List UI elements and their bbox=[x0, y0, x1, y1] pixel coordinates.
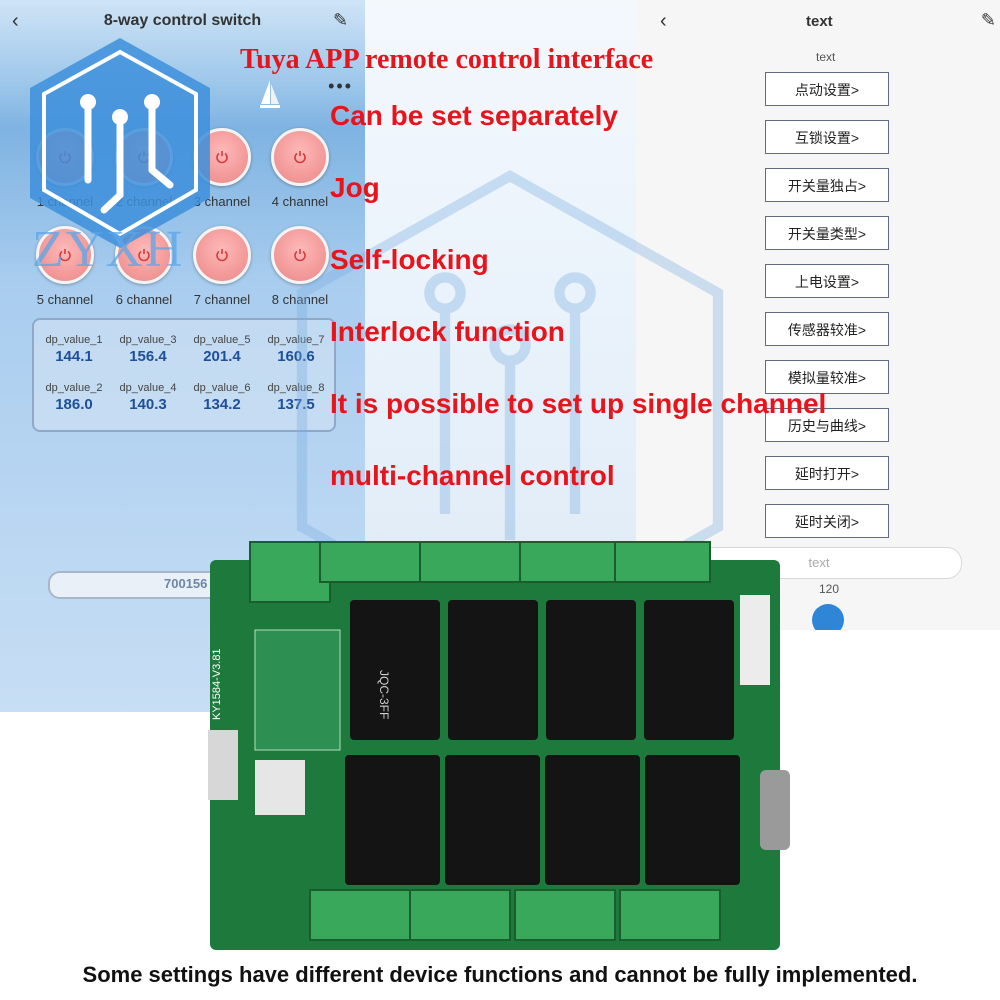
edit-pencil-icon[interactable]: ✎ bbox=[980, 10, 996, 30]
dp-value: 186.0 bbox=[55, 396, 93, 413]
channel-4[interactable]: 4 channel bbox=[268, 128, 332, 209]
settings-button-10[interactable]: 延时关闭> bbox=[765, 504, 889, 538]
module-label: KY1584-V3.81 bbox=[211, 648, 223, 720]
channel-6[interactable]: 6 channel bbox=[112, 226, 176, 307]
dp-value: 134.2 bbox=[203, 396, 241, 413]
sailboat-icon bbox=[260, 80, 280, 108]
channel-toggle-button[interactable] bbox=[193, 226, 251, 284]
back-arrow-icon[interactable]: ‹ bbox=[660, 10, 667, 32]
dp-item: dp_value_6 134.2 bbox=[186, 382, 258, 413]
power-icon bbox=[294, 151, 306, 164]
dp-item: dp_value_1 144.1 bbox=[38, 334, 110, 365]
dp-value: 140.3 bbox=[129, 396, 167, 413]
logo-text: ZYXH bbox=[32, 221, 185, 278]
power-icon bbox=[216, 151, 228, 164]
relay-model-label: JQC-3FF bbox=[377, 670, 391, 719]
settings-button-2[interactable]: 互锁设置> bbox=[765, 120, 889, 154]
power-icon bbox=[59, 249, 71, 262]
dp-values-panel: dp_value_1 144.1 dp_value_3 156.4 dp_value_5… bbox=[32, 318, 336, 432]
dp-value: 160.6 bbox=[277, 348, 315, 365]
feature-text-4: Interlock function bbox=[330, 316, 565, 347]
settings-button-6[interactable]: 传感器较准> bbox=[765, 312, 889, 346]
dp-item: dp_value_7 160.6 bbox=[260, 334, 332, 365]
headline-text: Tuya APP remote control interface bbox=[240, 44, 654, 75]
dp-name: dp_value_7 bbox=[267, 334, 325, 346]
channel-label: 4 channel bbox=[271, 194, 329, 209]
feature-text-2: Jog bbox=[330, 172, 380, 203]
power-icon bbox=[294, 249, 306, 262]
channel-label: 5 channel bbox=[36, 292, 94, 307]
settings-button-3[interactable]: 开关量独占> bbox=[765, 168, 889, 202]
zyxh-logo-icon bbox=[30, 38, 210, 248]
camera-icon[interactable] bbox=[812, 604, 844, 630]
dp-item: dp_value_4 140.3 bbox=[112, 382, 184, 413]
channel-label: 8 channel bbox=[271, 292, 329, 307]
channel-7[interactable]: 7 channel bbox=[190, 226, 254, 307]
channel-5[interactable]: 5 channel bbox=[33, 226, 97, 307]
channel-toggle-button[interactable] bbox=[36, 226, 94, 284]
number-readout: 120 bbox=[819, 582, 840, 596]
dp-value: 144.1 bbox=[55, 348, 93, 365]
channel-toggle-button[interactable] bbox=[271, 128, 329, 186]
settings-button-7[interactable]: 模拟量较准> bbox=[765, 360, 889, 394]
settings-button-5[interactable]: 上电设置> bbox=[765, 264, 889, 298]
dp-name: dp_value_3 bbox=[119, 334, 177, 346]
left-app-topbar: ‹ 8-way control switch ✎ bbox=[0, 0, 365, 44]
footer-disclaimer: Some settings have different device func… bbox=[82, 962, 918, 987]
dp-name: dp_value_6 bbox=[193, 382, 251, 394]
settings-button-1[interactable]: 点动设置> bbox=[765, 72, 889, 106]
watermark-circuit-icon bbox=[296, 170, 724, 650]
dp-value: 201.4 bbox=[203, 348, 241, 365]
settings-button-8[interactable]: 历史与曲线> bbox=[765, 408, 889, 442]
bottom-value: 700156 bbox=[164, 576, 208, 591]
channel-toggle-button[interactable] bbox=[271, 226, 329, 284]
feature-text-1: Can be set separately bbox=[330, 100, 618, 131]
back-arrow-icon[interactable]: ‹ bbox=[12, 10, 19, 32]
dp-name: dp_value_5 bbox=[193, 334, 251, 346]
settings-button-9[interactable]: 延时打开> bbox=[765, 456, 889, 490]
relay-board-photo: JQC-3FF KY1584-V3.81 bbox=[208, 541, 790, 950]
dp-name: dp_value_8 bbox=[267, 382, 325, 394]
right-app-title: text bbox=[806, 13, 833, 30]
dp-name: dp_value_4 bbox=[119, 382, 177, 394]
right-app-screen: ‹ text ✎ text 点动设置> 互锁设置> 开关量独占> 开关量类型> 上电设置… bbox=[636, 0, 1000, 630]
channel-label: 7 channel bbox=[193, 292, 251, 307]
channel-8[interactable]: 8 channel bbox=[268, 226, 332, 307]
dp-value: 156.4 bbox=[129, 348, 167, 365]
dp-name: dp_value_2 bbox=[45, 382, 103, 394]
dp-name: dp_value_1 bbox=[45, 334, 103, 346]
dp-item: dp_value_8 137.5 bbox=[260, 382, 332, 413]
power-icon bbox=[216, 249, 228, 262]
more-dots-icon[interactable]: ••• bbox=[328, 76, 353, 96]
feature-text-6: multi-channel control bbox=[330, 460, 615, 491]
right-app-subtitle: text bbox=[816, 50, 836, 64]
power-icon bbox=[138, 249, 150, 262]
dp-item: dp_value_3 156.4 bbox=[112, 334, 184, 365]
dp-item: dp_value_5 201.4 bbox=[186, 334, 258, 365]
feature-text-5: It is possible to set up single channel bbox=[330, 388, 827, 419]
edit-pencil-icon[interactable]: ✎ bbox=[333, 10, 349, 30]
channel-label: 6 channel bbox=[115, 292, 173, 307]
dp-item: dp_value_2 186.0 bbox=[38, 382, 110, 413]
feature-text-3: Self-locking bbox=[330, 244, 489, 275]
dp-value: 137.5 bbox=[277, 396, 315, 413]
settings-button-4[interactable]: 开关量类型> bbox=[765, 216, 889, 250]
text-input-placeholder: text bbox=[808, 555, 830, 570]
left-app-title: 8-way control switch bbox=[103, 12, 262, 29]
